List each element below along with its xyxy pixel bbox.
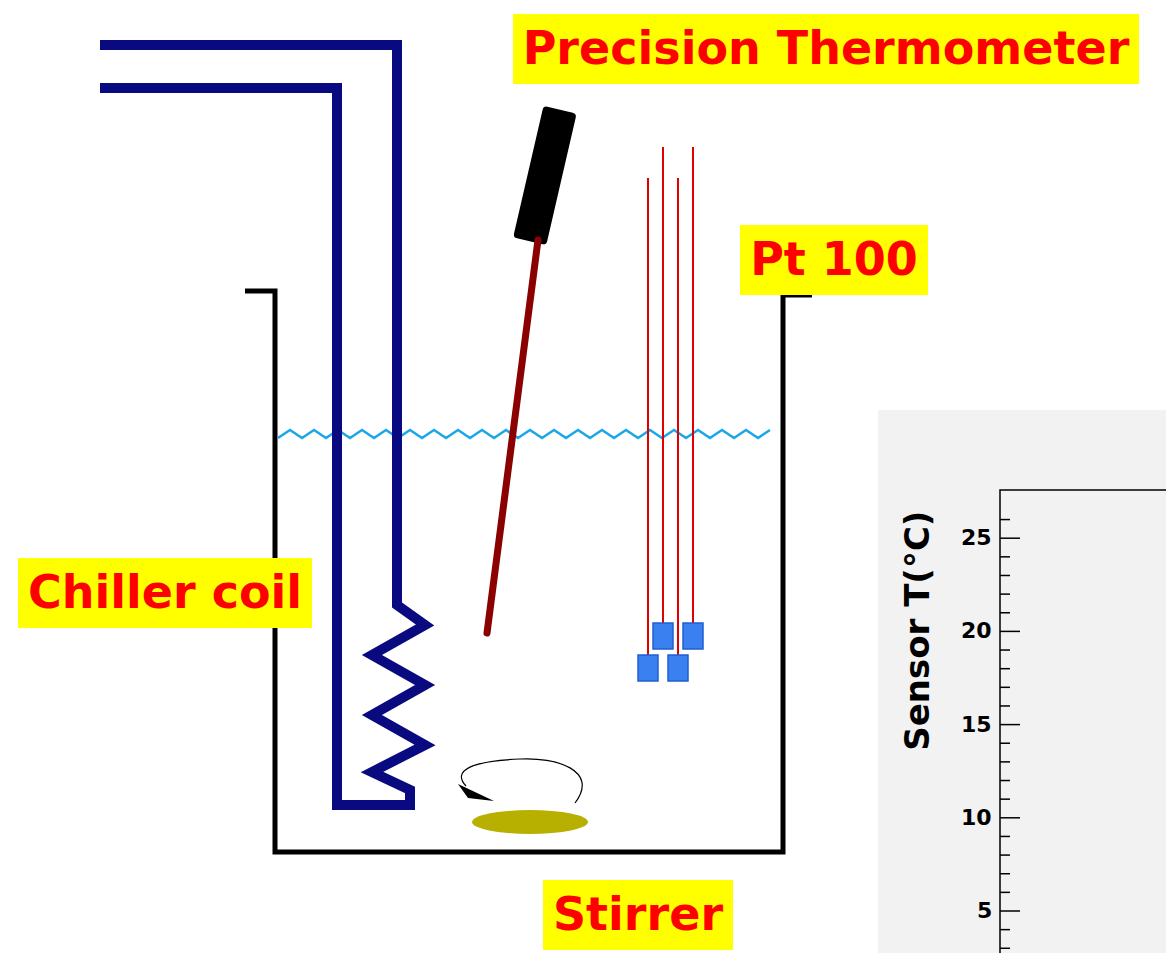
axis-tick	[1000, 742, 1010, 744]
axis-tick	[1000, 705, 1010, 707]
axis-tick	[1000, 724, 1020, 726]
axis-tick	[1000, 631, 1020, 633]
chart-panel	[878, 410, 1166, 953]
axis-tick	[1000, 556, 1010, 558]
sensor-wire	[692, 147, 694, 623]
sensor-wire	[662, 147, 664, 623]
axis-tick	[1000, 892, 1010, 894]
sensor-wire	[647, 178, 649, 655]
axis-title: Sensor T(°C)	[899, 510, 936, 750]
axis-tick	[1000, 854, 1010, 856]
tick-label: 10	[961, 806, 992, 830]
tick-label: 20	[961, 619, 992, 643]
sensor-element	[638, 655, 658, 681]
component-label: Chiller coil	[18, 558, 312, 627]
rotation-arrowhead	[458, 784, 494, 801]
axis-tick	[1000, 593, 1010, 595]
axis-tick	[1000, 929, 1010, 931]
axis-tick	[1000, 798, 1010, 800]
axis-tick	[1000, 612, 1010, 614]
instrument-label: Precision Thermometer	[513, 14, 1140, 83]
water-surface	[278, 430, 770, 438]
axis-tick	[1000, 817, 1020, 819]
sensor-element	[683, 623, 703, 649]
axis-tick	[1000, 537, 1020, 539]
axis-tick	[1000, 948, 1010, 950]
tick-label: 5	[977, 899, 992, 923]
axis-tick	[1000, 761, 1010, 763]
beaker-outline	[245, 291, 812, 852]
chart-frame	[1000, 490, 1166, 953]
axis-tick	[1000, 687, 1010, 689]
sensor-element	[653, 623, 673, 649]
axis-tick	[1000, 780, 1010, 782]
axis-tick	[1000, 668, 1010, 670]
axis-tick	[1000, 575, 1010, 577]
label-text: Precision Thermometer	[523, 21, 1130, 76]
label-text: Pt 100	[750, 232, 918, 287]
chiller-coil	[100, 45, 425, 805]
axis-tick	[1000, 873, 1010, 875]
tick-label: 15	[961, 713, 992, 737]
sensor-label: Pt 100	[740, 225, 928, 294]
label-text: Stirrer	[553, 887, 723, 942]
axis-tick	[1000, 836, 1010, 838]
sensor-wire	[677, 178, 679, 655]
stirrer-bar	[472, 810, 588, 834]
axis-tick	[1000, 649, 1010, 651]
component-label: Stirrer	[543, 880, 733, 949]
thermometer-head	[513, 106, 576, 245]
tick-label: 25	[961, 526, 992, 550]
thermometer-rod	[487, 240, 538, 633]
axis-tick	[1000, 519, 1010, 521]
axis-tick	[1000, 910, 1020, 912]
label-text: Chiller coil	[28, 565, 302, 620]
sensor-element	[668, 655, 688, 681]
axis-ticks	[1000, 520, 1020, 953]
